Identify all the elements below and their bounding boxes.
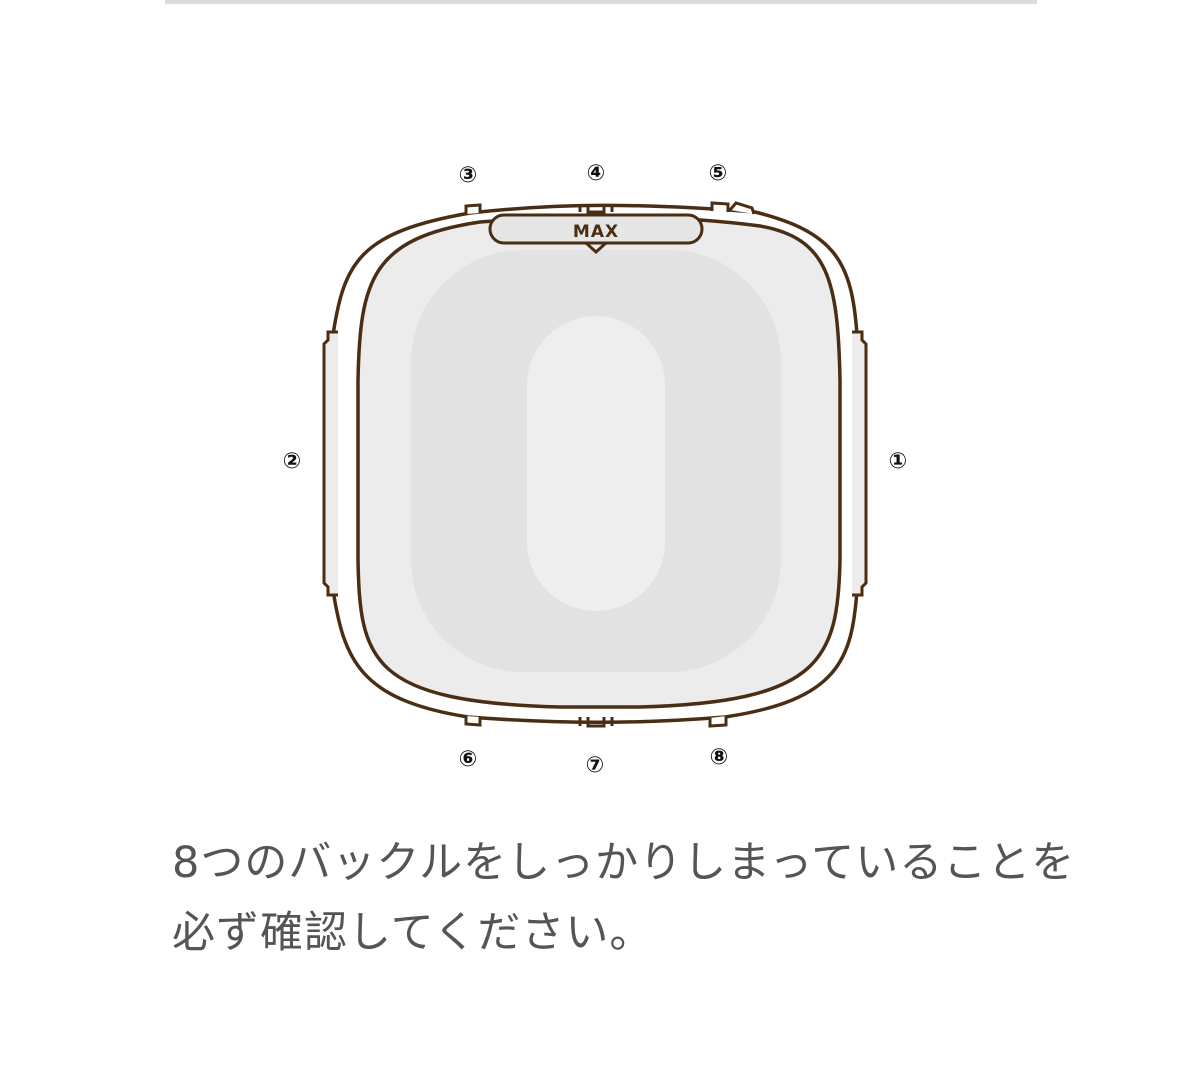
buckle-label-6: ⑥ [459,747,478,772]
instruction-line-2: 必ず確認してください。 [172,908,654,958]
latch-7 [578,717,614,728]
buckle-label-7: ⑦ [586,753,605,778]
buckle-label-8: ⑧ [710,745,729,770]
buckle-label-1: ① [889,449,908,474]
latch-6 [464,716,482,727]
instruction-text: 8つのバックルをしっかりしまっていることを 必ず確認してください。 [172,828,1182,968]
max-arrow [584,241,608,255]
side-clip-left [322,330,338,597]
max-label: MAX [573,222,619,242]
buckle-label-4: ④ [587,161,606,186]
instruction-line-1: 8つのバックルをしっかりしまっていることを [172,838,1076,888]
latch-4 [578,204,614,214]
top-divider [165,0,1037,4]
side-clip-right [852,330,868,597]
center-recess [527,316,665,611]
buckle-label-5: ⑤ [709,161,728,186]
buckle-label-2: ② [283,449,302,474]
latch-3 [464,203,482,214]
container-diagram: MAX ① ② ③ ④ ⑤ ⑥ ⑦ ⑧ [283,161,908,778]
latch-5 [710,201,756,215]
max-band [488,213,704,245]
latch-8 [708,716,728,728]
buckle-label-3: ③ [459,163,478,188]
